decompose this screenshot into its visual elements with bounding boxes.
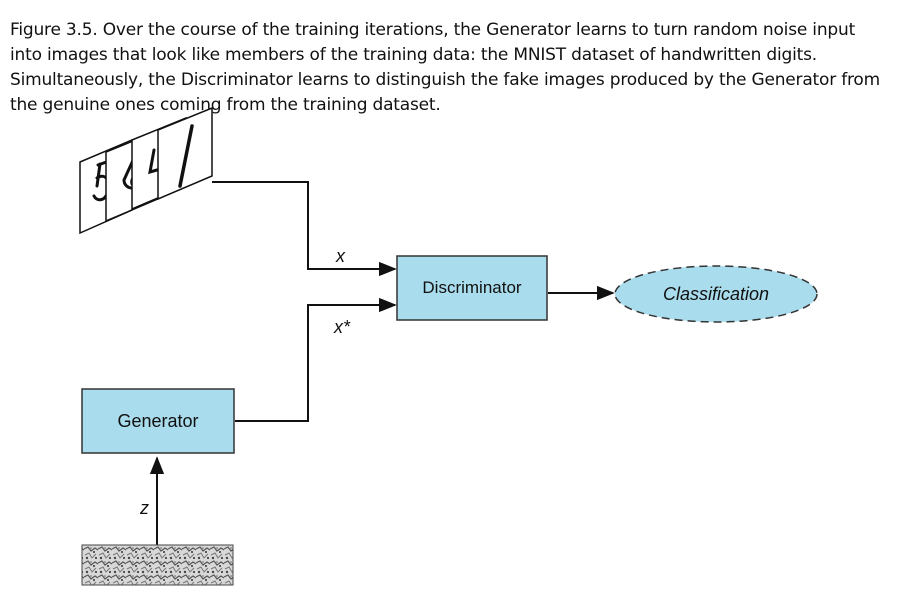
fake-data-arrow [235, 297, 397, 422]
generator-box [81, 388, 235, 454]
noise-pattern [81, 544, 234, 586]
generator-label: Generator [117, 411, 198, 431]
real-data-arrow [212, 181, 397, 277]
x-label: x [335, 246, 346, 266]
discriminator-box [396, 255, 548, 321]
classification-ellipse [614, 265, 818, 323]
figure-caption: Figure 3.5. Over the course of the train… [10, 20, 880, 115]
classification-label: Classification [663, 284, 769, 304]
z-label: z [139, 498, 149, 518]
handwritten-digit-images [79, 106, 213, 235]
discriminator-label: Discriminator [422, 278, 522, 297]
x-star-label: x* [333, 317, 351, 337]
